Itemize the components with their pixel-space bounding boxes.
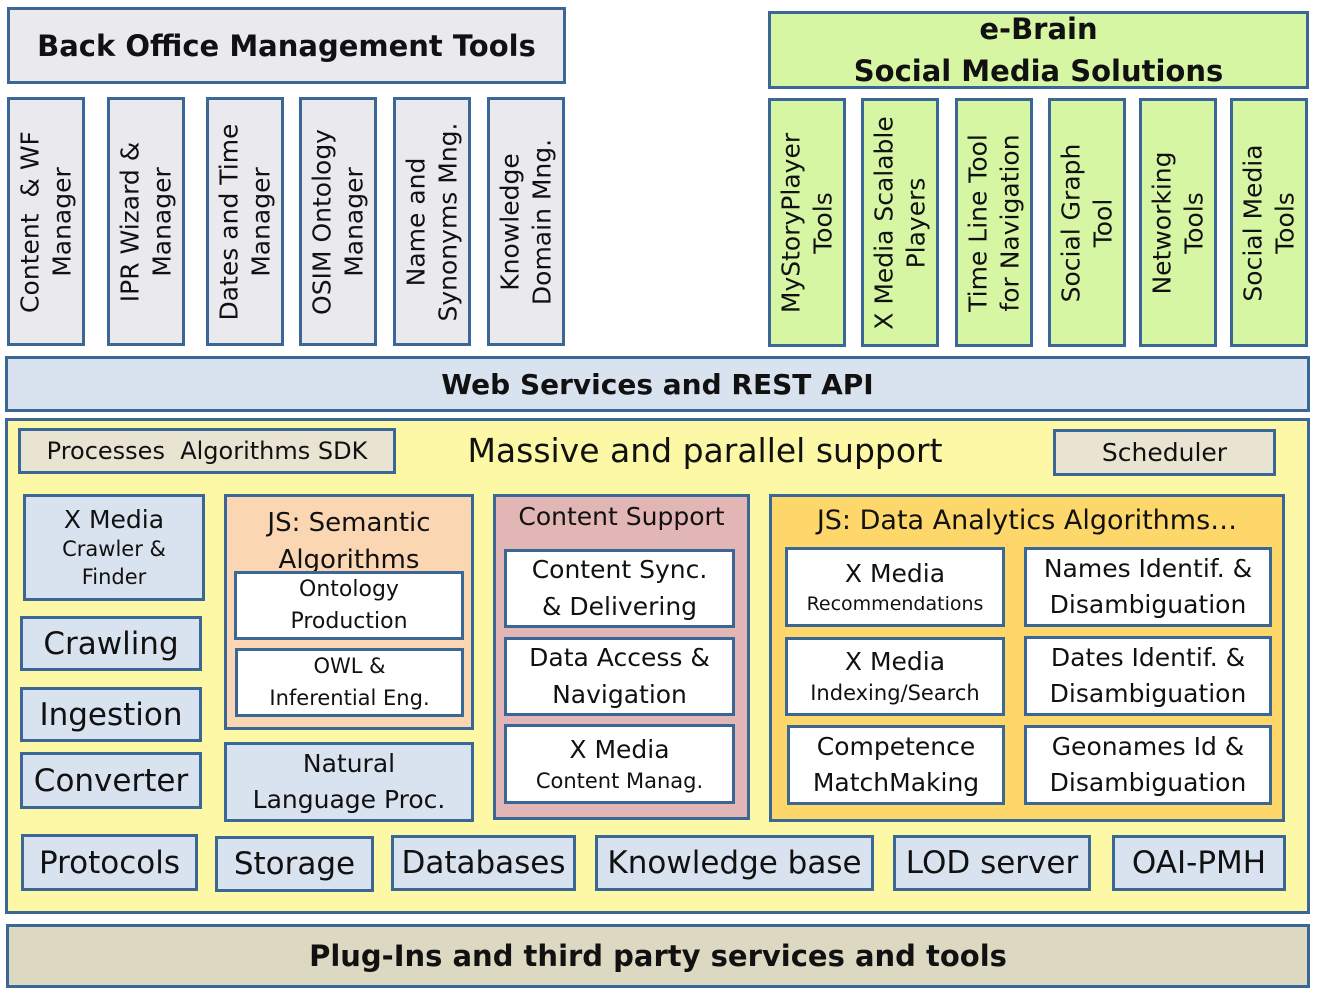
dates-identif-box[interactable]: Dates Identif. & Disambiguation (1024, 636, 1272, 716)
protocols-text: Protocols (38, 844, 181, 881)
massive-title: Massive and parallel support (420, 431, 990, 470)
converter-box[interactable]: Converter (20, 752, 202, 809)
data-access-text: Data Access & Navigation (529, 643, 710, 709)
ebrain-title: e-Brain Social Media Solutions (768, 11, 1309, 89)
names-identif-box[interactable]: Names Identif. & Disambiguation (1024, 547, 1272, 627)
ebrain-title-line1: e-Brain (979, 11, 1098, 46)
xmedia-indexing-box[interactable]: X Media Indexing/Search (785, 637, 1005, 716)
tool-label: MyStoryPlayer Tools (776, 132, 837, 313)
nlp-box[interactable]: Natural Language Proc. (224, 742, 474, 822)
tool-ipr-wizard-manager[interactable]: IPR Wizard & Manager (107, 97, 185, 346)
web-services-bar: Web Services and REST API (5, 356, 1310, 412)
massive-title-text: Massive and parallel support (467, 431, 943, 470)
tool-time-line-navigation[interactable]: Time Line Tool for Navigation (955, 98, 1033, 347)
ingestion-box[interactable]: Ingestion (20, 687, 202, 742)
tool-social-media-tools[interactable]: Social Media Tools (1230, 98, 1308, 347)
competence-text: Competence MatchMaking (812, 731, 980, 797)
tool-label: Knowledge Domain Mng. (495, 138, 556, 305)
content-sync-text: Content Sync. & Delivering (531, 555, 708, 621)
web-services-text: Web Services and REST API (441, 367, 874, 401)
content-support-title: Content Support (518, 502, 725, 531)
rec-line2: Recommendations (806, 593, 984, 616)
owl-text: OWL & Inferential Eng. (269, 654, 430, 710)
lod-server-box[interactable]: LOD server (893, 835, 1091, 891)
knowledge-base-text: Knowledge base (607, 845, 862, 881)
tool-label: Social Media Tools (1238, 143, 1299, 302)
tool-label: Social Graph Tool (1056, 143, 1117, 302)
ontology-production-box[interactable]: Ontology Production (234, 571, 464, 640)
content-sync-box[interactable]: Content Sync. & Delivering (504, 549, 735, 628)
plugins-bar: Plug-Ins and third party services and to… (6, 924, 1310, 988)
storage-box[interactable]: Storage (215, 836, 374, 892)
tool-content-wf-manager[interactable]: Content & WF Manager (7, 97, 85, 346)
ingestion-text: Ingestion (39, 696, 183, 733)
xmedia-crawler-box[interactable]: X Media Crawler & Finder (23, 494, 205, 601)
tool-knowledge-domain-mng[interactable]: Knowledge Domain Mng. (487, 97, 565, 346)
ebrain-title-line2: Social Media Solutions (853, 54, 1224, 88)
tool-osim-ontology-manager[interactable]: OSIM Ontology Manager (299, 97, 377, 346)
tool-label: Content & WF Manager (15, 130, 76, 313)
databases-text: Databases (401, 845, 566, 881)
scheduler-box[interactable]: Scheduler (1053, 429, 1276, 476)
back-office-title: Back Office Management Tools (7, 7, 566, 84)
tool-label: Name and Synonyms Mng. (401, 122, 462, 321)
geonames-text: Geonames Id & Disambiguation (1049, 731, 1247, 797)
tool-xmedia-scalable-players[interactable]: X Media Scalable Players (861, 98, 939, 347)
sdk-box[interactable]: Processes Algorithms SDK (18, 428, 396, 474)
tool-label: OSIM Ontology Manager (307, 128, 368, 315)
oai-pmh-box[interactable]: OAI-PMH (1112, 835, 1286, 891)
content-manag-line2: Content Manag. (535, 768, 704, 793)
crawling-text: Crawling (43, 625, 179, 662)
tool-label: Time Line Tool for Navigation (963, 133, 1024, 312)
semantic-title: JS: Semantic Algorithms (267, 508, 431, 575)
geonames-box[interactable]: Geonames Id & Disambiguation (1024, 725, 1272, 805)
rec-line1: X Media (844, 558, 946, 588)
tool-label: IPR Wizard & Manager (115, 141, 176, 302)
knowledge-base-box[interactable]: Knowledge base (595, 835, 874, 891)
lod-server-text: LOD server (905, 845, 1079, 881)
crawler-line2: Crawler & Finder (62, 537, 166, 589)
owl-inferential-box[interactable]: OWL & Inferential Eng. (235, 648, 464, 717)
sdk-text: Processes Algorithms SDK (46, 437, 368, 465)
scheduler-text: Scheduler (1101, 438, 1228, 467)
data-analytics-title: JS: Data Analytics Algorithms… (816, 505, 1238, 536)
idx-line1: X Media (844, 646, 946, 676)
tool-name-synonyms-mng[interactable]: Name and Synonyms Mng. (393, 97, 471, 346)
ontology-text: Ontology Production (290, 577, 408, 634)
tool-social-graph[interactable]: Social Graph Tool (1048, 98, 1126, 347)
nlp-text: Natural Language Proc. (252, 748, 446, 814)
storage-text: Storage (233, 846, 356, 882)
tool-label: Dates and Time Manager (214, 123, 275, 320)
tool-mystoryplayer-tools[interactable]: MyStoryPlayer Tools (768, 98, 846, 347)
back-office-title-text: Back Office Management Tools (37, 28, 536, 63)
databases-box[interactable]: Databases (391, 835, 576, 891)
tool-networking-tools[interactable]: Networking Tools (1139, 98, 1217, 347)
tool-label: X Media Scalable Players (869, 115, 930, 330)
xmedia-recommendations-box[interactable]: X Media Recommendations (785, 547, 1005, 627)
dates-text: Dates Identif. & Disambiguation (1049, 642, 1247, 708)
tool-dates-time-manager[interactable]: Dates and Time Manager (206, 97, 284, 346)
tool-label: Networking Tools (1147, 150, 1208, 295)
content-manag-box[interactable]: X Media Content Manag. (504, 724, 735, 804)
protocols-box[interactable]: Protocols (21, 834, 198, 891)
idx-line2: Indexing/Search (810, 681, 980, 706)
data-access-box[interactable]: Data Access & Navigation (504, 637, 735, 716)
oai-pmh-text: OAI-PMH (1131, 845, 1267, 881)
crawling-box[interactable]: Crawling (20, 616, 202, 671)
content-manag-line1: X Media (569, 734, 670, 764)
converter-text: Converter (33, 762, 189, 799)
plugins-text: Plug-Ins and third party services and to… (309, 939, 1007, 973)
competence-box[interactable]: Competence MatchMaking (787, 725, 1005, 805)
names-text: Names Identif. & Disambiguation (1043, 553, 1253, 619)
crawler-line1: X Media (63, 504, 165, 534)
